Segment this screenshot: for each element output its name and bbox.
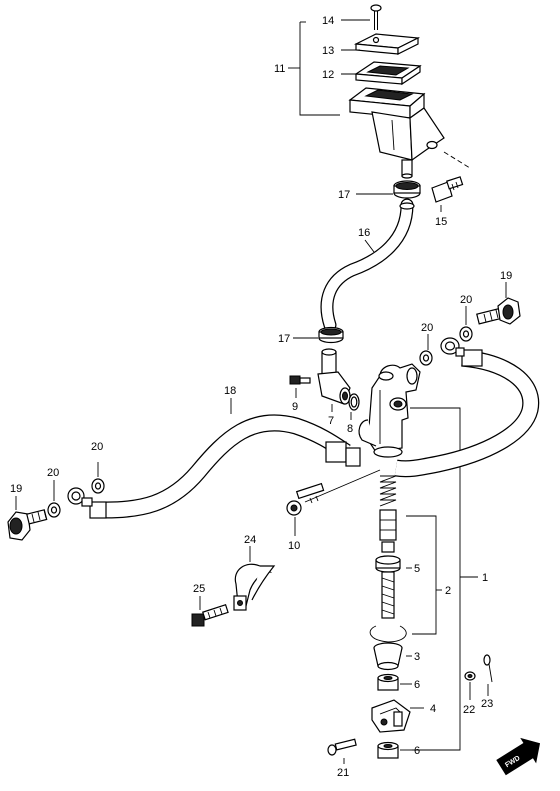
reservoir-diaphragm <box>354 61 422 86</box>
boot <box>373 642 403 671</box>
piston <box>379 509 397 553</box>
callout-6-upper: 6 <box>414 679 420 691</box>
fwd-arrow-badge: FWD <box>496 737 541 776</box>
hose-guide-bracket <box>233 563 276 611</box>
callout-8: 8 <box>347 423 353 435</box>
callout-19-right: 19 <box>500 270 512 282</box>
o-ring-8 <box>348 393 360 411</box>
hose-clamp-lower <box>318 326 344 344</box>
callout-20-left-b: 20 <box>47 467 59 479</box>
nut-lower <box>377 741 399 759</box>
callout-20-right-a: 20 <box>460 294 472 306</box>
callout-3: 3 <box>414 651 420 663</box>
callout-11: 11 <box>274 63 285 75</box>
callout-21: 21 <box>337 767 349 779</box>
washer-20-right-b <box>419 350 433 366</box>
callout-24: 24 <box>244 534 256 546</box>
washer-20-right-a <box>459 326 473 342</box>
washer-22 <box>464 671 476 681</box>
callout-22: 22 <box>463 704 475 716</box>
circlip <box>369 625 407 643</box>
callout-17-lower: 17 <box>278 333 290 345</box>
elbow-fitting <box>317 348 351 405</box>
washer-20-left-b <box>47 502 61 518</box>
cotter-pin <box>483 654 493 683</box>
banjo-bolt-right <box>476 297 521 325</box>
callout-25: 25 <box>193 583 205 595</box>
clevis-pin <box>327 738 357 756</box>
pushrod <box>375 555 401 619</box>
callout-10: 10 <box>288 540 300 552</box>
washer-20-left-a <box>91 478 105 494</box>
callout-1: 1 <box>482 572 488 584</box>
callout-20-right-b: 20 <box>421 322 433 334</box>
callout-7: 7 <box>328 415 334 427</box>
reservoir-cap <box>353 33 421 55</box>
master-cylinder <box>358 363 421 458</box>
screw-9 <box>289 375 311 385</box>
callout-16: 16 <box>358 227 370 239</box>
callout-9: 9 <box>292 401 298 413</box>
callout-6-lower: 6 <box>414 745 420 757</box>
callout-17-upper: 17 <box>338 189 350 201</box>
bolt-10 <box>286 482 325 516</box>
callout-20-left-a: 20 <box>91 441 103 453</box>
reservoir-body <box>348 87 445 179</box>
callout-4: 4 <box>430 703 436 715</box>
nut-upper <box>377 673 399 691</box>
callout-14: 14 <box>322 15 334 27</box>
brake-hose-left <box>67 414 361 519</box>
callout-15: 15 <box>435 216 447 228</box>
bolt-15 <box>431 176 464 203</box>
callout-18: 18 <box>224 385 236 397</box>
reservoir-hose <box>320 198 415 332</box>
callout-12: 12 <box>322 69 334 81</box>
spring <box>379 475 397 507</box>
banjo-bolt-left <box>7 509 48 541</box>
bolt-25 <box>191 604 229 627</box>
reservoir-screw <box>370 4 382 30</box>
callout-23: 23 <box>481 698 493 710</box>
hose-clamp-upper <box>393 180 421 199</box>
brake-hose-right <box>394 337 540 478</box>
callout-2: 2 <box>445 585 451 597</box>
callout-19-left: 19 <box>10 483 22 495</box>
callout-5: 5 <box>414 563 420 575</box>
clevis <box>371 699 411 733</box>
callout-13: 13 <box>322 45 334 57</box>
